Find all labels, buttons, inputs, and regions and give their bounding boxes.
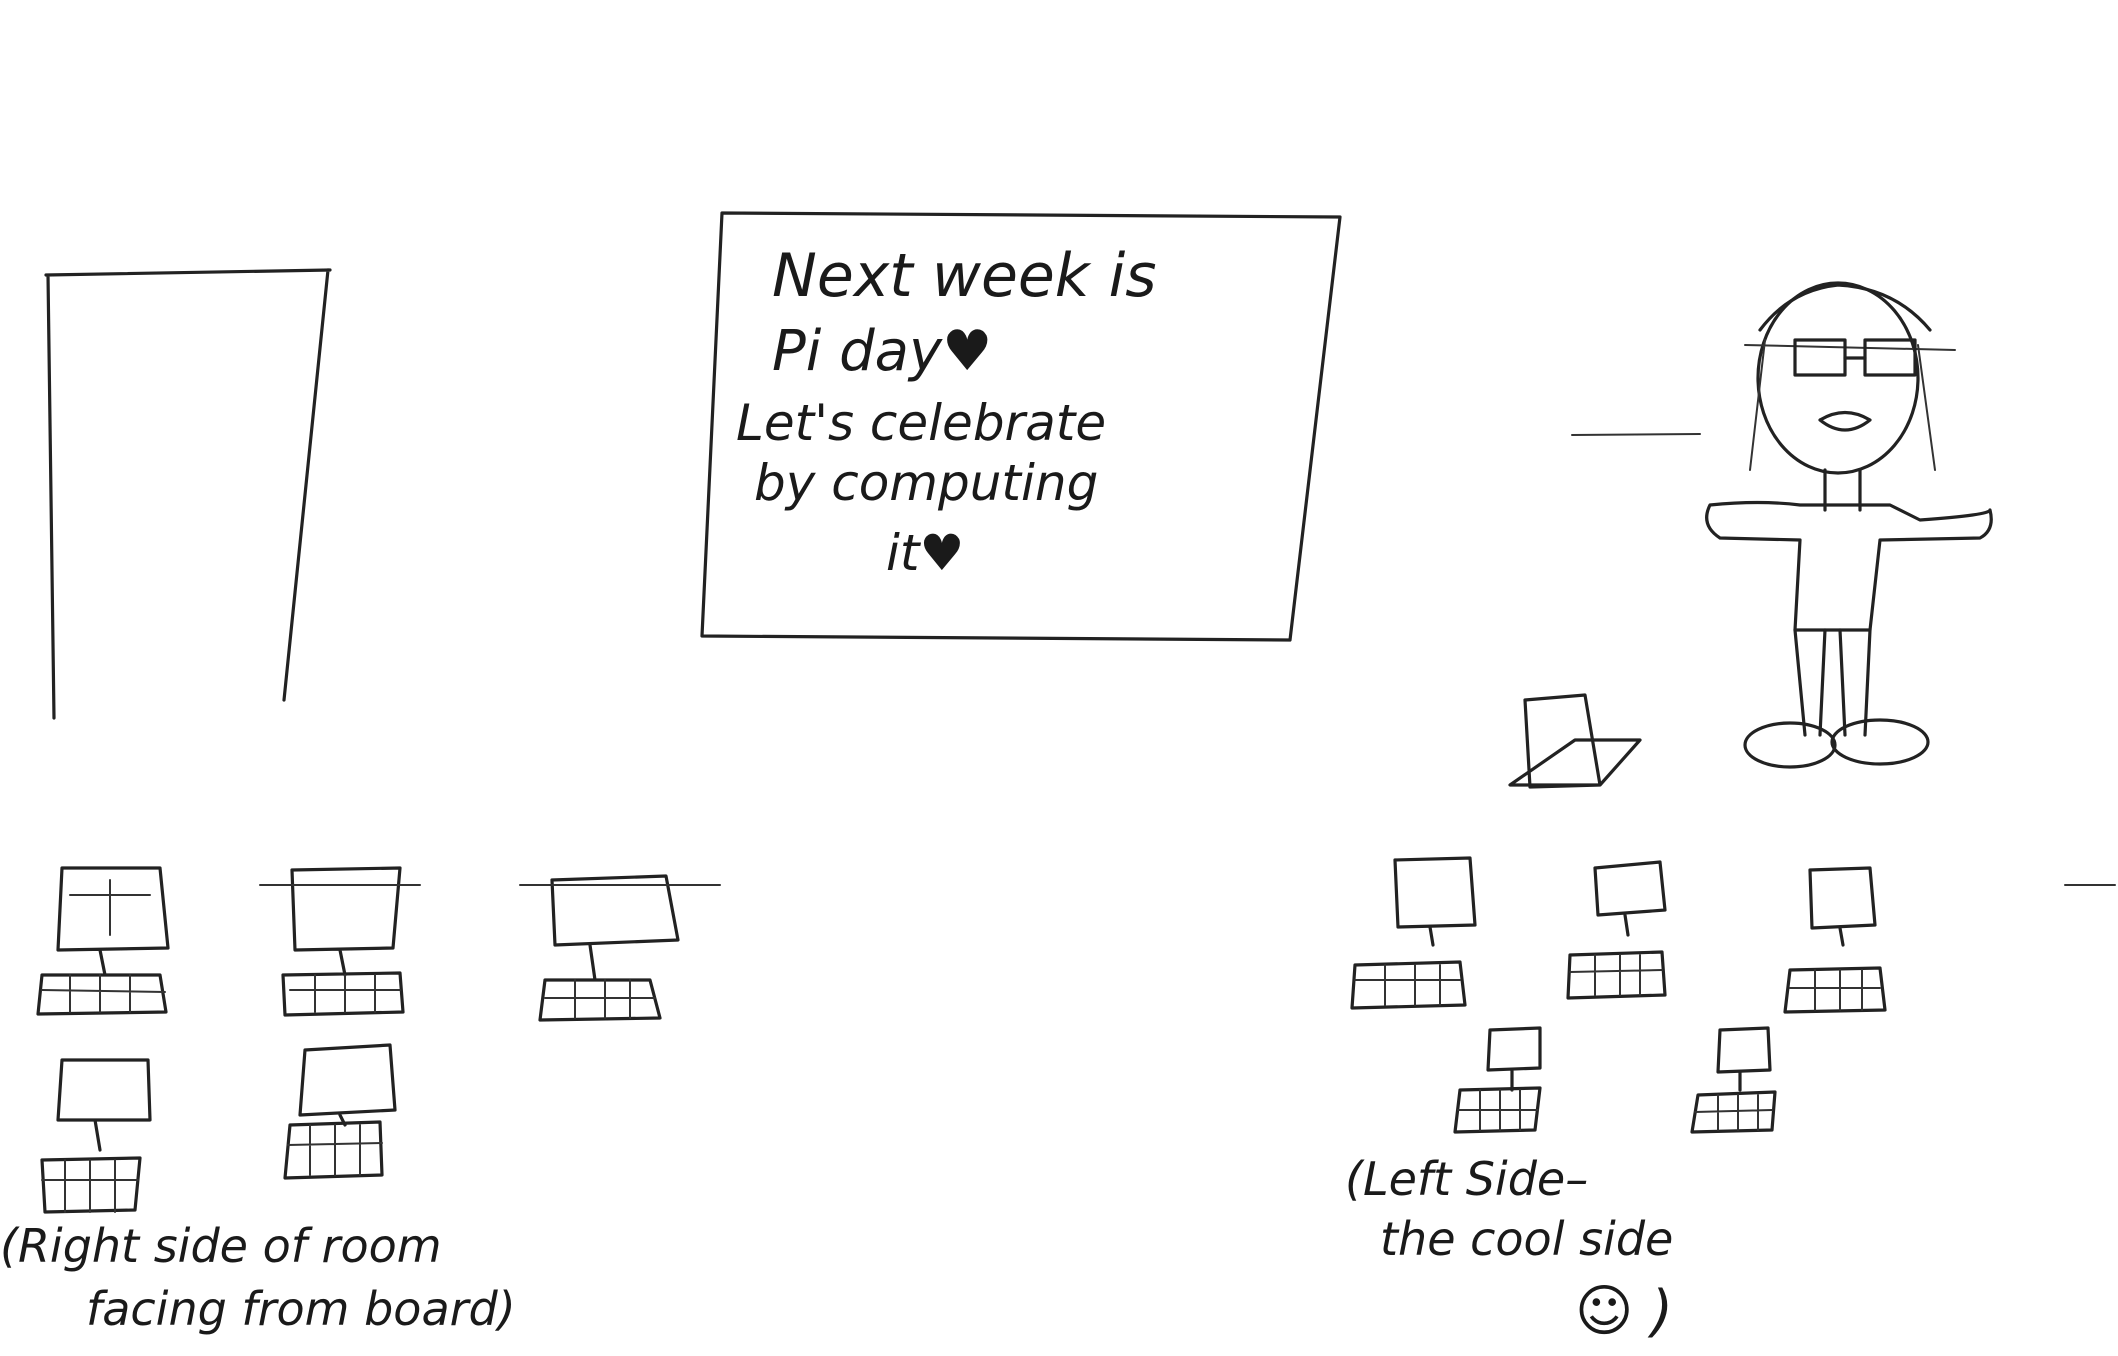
teacher-figure	[1705, 281, 1993, 769]
computer-2	[259, 866, 421, 1017]
smiley-face: ☺ )	[1575, 1279, 1673, 1344]
computer-6	[1350, 856, 1477, 1010]
right-side-computers	[36, 866, 721, 1214]
board-line-3: Let's celebrate	[736, 394, 1106, 452]
caption-left-line-2: the cool side	[1380, 1212, 1673, 1266]
computer-4	[40, 1058, 152, 1214]
caption-right-line-1: (Right side of room	[0, 1219, 442, 1273]
door	[44, 268, 332, 720]
computer-7	[1566, 860, 1667, 1000]
whiteboard: Next week is Pi day♥ Let's celebrate by …	[700, 211, 1342, 642]
caption-left-line-1: (Left Side–	[1345, 1152, 1588, 1206]
board-line-5: it♥	[886, 524, 964, 582]
computer-5	[283, 1043, 397, 1180]
caption-right-line-2: facing from board)	[86, 1282, 516, 1336]
computer-10	[1690, 1026, 1777, 1134]
computer-1	[36, 866, 170, 1016]
board-line-1: Next week is	[772, 241, 1157, 311]
computer-8	[1783, 866, 1887, 1014]
laptop-sketch	[1508, 693, 1642, 789]
caption-left-side: (Left Side– the cool side ☺ )	[1345, 1152, 1673, 1344]
caption-right-side: (Right side of room facing from board)	[0, 1219, 516, 1336]
wall-line-right	[1571, 433, 1701, 436]
left-side-computers	[1350, 856, 1887, 1134]
board-line-4: by computing	[754, 454, 1098, 512]
board-line-2: Pi day♥	[772, 319, 992, 384]
computer-9	[1453, 1026, 1542, 1134]
computer-3	[519, 874, 721, 1022]
